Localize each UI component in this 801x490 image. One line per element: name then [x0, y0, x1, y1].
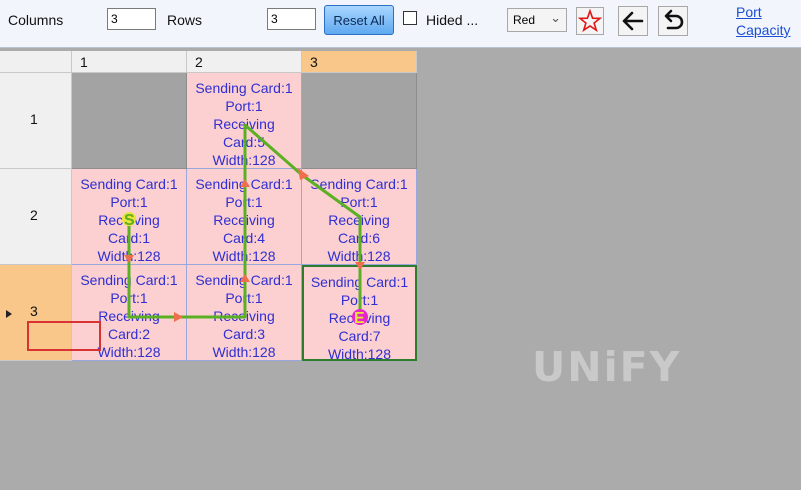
cell-line: Sending Card:1 — [195, 176, 293, 192]
grid-cell-empty[interactable] — [72, 73, 187, 169]
cell-line: Card:1 — [107, 230, 151, 246]
cell-line: Port:1 — [225, 98, 263, 114]
grid-cell-r2-c2[interactable]: Sending Card:1 Port:1 Receiving Card:4 W… — [187, 169, 302, 265]
grid-cell-empty[interactable] — [302, 73, 417, 169]
cell-line: Sending Card:1 — [195, 272, 293, 288]
cell-line: Port:1 — [225, 290, 263, 306]
row-header-2[interactable]: 2 — [0, 169, 72, 265]
grid-corner — [0, 51, 72, 73]
cell-line: Sending Card:1 — [195, 80, 293, 96]
row-header-label: 2 — [30, 207, 38, 223]
grid-cell-r3-c2[interactable]: Sending Card:1 Port:1 Receiving Card:3 W… — [187, 265, 302, 361]
column-header-2[interactable]: 2 — [187, 51, 302, 73]
cell-line: Receiving — [213, 116, 275, 132]
star-button[interactable] — [576, 7, 604, 35]
cell-line: Port:1 — [340, 194, 378, 210]
back-button[interactable] — [618, 6, 648, 36]
grid-cell-r2-c1[interactable]: Sending Card:1 Port:1 Receiving Card:1 W… — [72, 169, 187, 265]
triangle-right-icon — [6, 310, 12, 318]
cell-line: Sending Card:1 — [80, 176, 178, 192]
cell-line: Receiving — [213, 308, 275, 324]
port-capacity-link[interactable]: Port — [736, 4, 762, 20]
cell-line: Receiving — [328, 310, 391, 326]
cell-line: Port:1 — [225, 194, 263, 210]
port-capacity-link-line2[interactable]: Capacity — [736, 22, 791, 38]
cell-line: Card:7 — [338, 328, 381, 344]
column-header-1[interactable]: 1 — [72, 51, 187, 73]
cell-line: Receiving — [213, 212, 275, 228]
column-header-3[interactable]: 3 — [302, 51, 417, 73]
cell-line: Sending Card:1 — [80, 272, 178, 288]
reset-all-button[interactable]: Reset All — [324, 5, 394, 35]
grid-cell-r1-c2[interactable]: Sending Card:1 Port:1 Receiving Card:5 W… — [187, 73, 302, 169]
cell-line: Port:1 — [110, 290, 148, 306]
selection-rectangle — [27, 321, 101, 351]
chevron-down-icon: ⌄ — [550, 10, 561, 25]
cell-line: Port:1 — [110, 194, 148, 210]
cell-line: Card:4 — [222, 230, 266, 246]
cell-line: Width:128 — [327, 248, 391, 264]
cell-line: Width:128 — [212, 248, 276, 264]
cell-line: Width:128 — [212, 152, 276, 168]
columns-input[interactable] — [107, 8, 156, 30]
cell-line: Port:1 — [340, 292, 379, 308]
row-header-label: 1 — [30, 111, 38, 127]
cell-line: Width:128 — [97, 248, 161, 264]
cell-line: Card:2 — [107, 326, 151, 342]
hided-label: Hided ... — [426, 12, 479, 28]
row-header-3[interactable]: 3 — [0, 265, 72, 361]
arrow-left-icon — [622, 11, 644, 31]
cell-line: Width:128 — [212, 344, 276, 360]
rows-label: Rows — [167, 12, 203, 28]
star-icon — [577, 8, 603, 33]
row-header-1[interactable]: 1 — [0, 73, 72, 169]
cell-line: Card:3 — [222, 326, 266, 342]
cell-line: Receiving — [328, 212, 390, 228]
cell-line: Width:128 — [97, 344, 161, 360]
cell-line: Sending Card:1 — [310, 274, 409, 290]
cell-line: Card:6 — [337, 230, 381, 246]
toolbar: Columns Rows Reset All Hided ... Red ⌄ P… — [0, 0, 801, 48]
columns-label: Columns — [8, 12, 64, 28]
unify-watermark-logo: UNiFY — [532, 343, 682, 391]
grid-cell-r3-c3-selected[interactable]: Sending Card:1 Port:1 Receiving Card:7 W… — [302, 265, 417, 362]
cell-line: Width:128 — [327, 346, 392, 362]
cell-line: Card:5 — [222, 134, 266, 150]
rows-input[interactable] — [267, 8, 316, 30]
cell-line: Sending Card:1 — [310, 176, 408, 192]
undo-icon — [664, 9, 684, 30]
cell-line: Receiving — [98, 212, 160, 228]
color-select[interactable]: Red ⌄ — [507, 8, 567, 32]
undo-button[interactable] — [658, 6, 688, 36]
grid-cell-r2-c3[interactable]: Sending Card:1 Port:1 Receiving Card:6 W… — [302, 169, 417, 265]
row-header-label: 3 — [30, 303, 38, 319]
hided-checkbox[interactable] — [403, 11, 417, 25]
color-select-value: Red — [513, 13, 536, 27]
